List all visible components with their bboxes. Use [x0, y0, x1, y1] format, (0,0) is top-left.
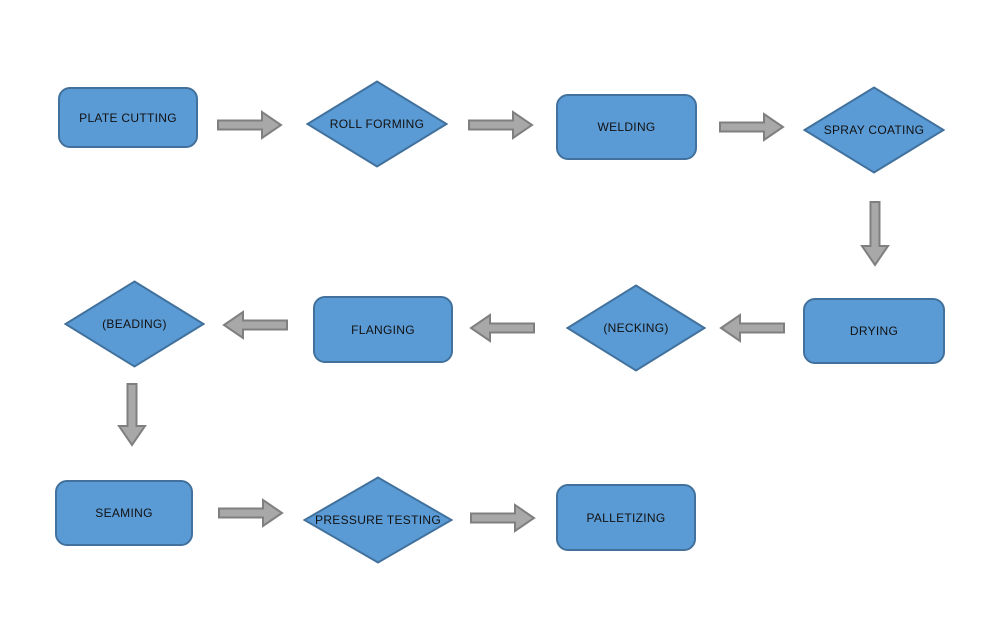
node-flanging: FLANGING [313, 296, 453, 363]
node-roll-forming: ROLL FORMING [306, 80, 448, 168]
node-necking: (NECKING) [566, 284, 706, 372]
diamond-shape [306, 80, 448, 168]
arrow-roll-forming-to-welding-icon [468, 110, 534, 140]
node-palletizing: PALLETIZING [556, 484, 696, 551]
arrow-spray-coating-to-drying-icon [860, 201, 890, 267]
arrow-flanging-to-beading-icon [222, 310, 288, 340]
arrow-plate-cutting-to-roll-forming-icon [217, 110, 283, 140]
diamond-shape [803, 86, 945, 174]
node-pressure-testing-label: PRESSURE TESTING [315, 513, 441, 527]
arrow-welding-to-spray-coating-icon [719, 112, 785, 142]
node-roll-forming-label: ROLL FORMING [329, 117, 425, 131]
node-beading-label: (BEADING) [102, 317, 167, 331]
node-drying: DRYING [803, 298, 945, 364]
node-spray-coating: SPRAY COATING [803, 86, 945, 174]
node-drying-label: DRYING [849, 324, 899, 338]
arrow-beading-to-seaming-icon [117, 383, 147, 447]
arrow-pressure-testing-to-palletizing-icon [470, 503, 536, 533]
node-flanging-label: FLANGING [351, 322, 415, 337]
node-welding: WELDING [556, 94, 697, 160]
node-welding-label: WELDING [597, 120, 656, 134]
node-spray-coating-label: SPRAY COATING [823, 123, 925, 137]
node-beading: (BEADING) [64, 280, 205, 368]
diamond-shape [303, 476, 453, 564]
node-pressure-testing: PRESSURE TESTING [303, 476, 453, 564]
node-plate-cutting: PLATE CUTTING [58, 87, 198, 148]
arrow-seaming-to-pressure-testing-icon [218, 498, 284, 528]
arrow-drying-to-necking-icon [719, 313, 785, 343]
node-plate-cutting-label: PLATE CUTTING [79, 110, 177, 125]
node-seaming-label: SEAMING [95, 506, 153, 520]
node-palletizing-label: PALLETIZING [586, 510, 666, 525]
arrow-necking-to-flanging-icon [469, 313, 535, 343]
diamond-shape [64, 280, 205, 368]
diamond-shape [566, 284, 706, 372]
node-seaming: SEAMING [55, 480, 193, 546]
node-necking-label: (NECKING) [603, 321, 669, 335]
